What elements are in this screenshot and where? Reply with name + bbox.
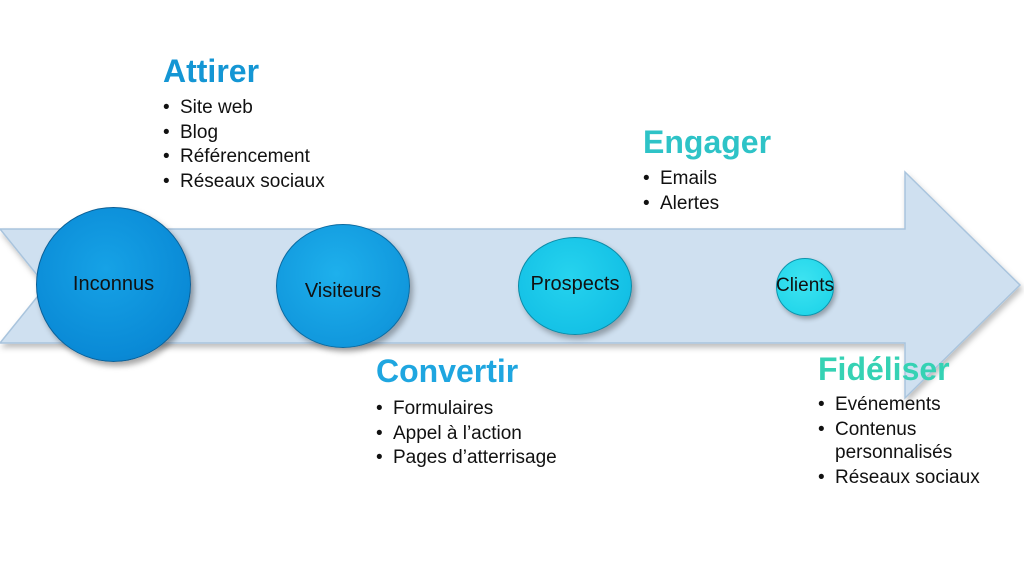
list-item: Appel à l’action: [376, 422, 557, 447]
list-item: Blog: [163, 121, 325, 146]
list-item: Pages d’atterrisage: [376, 446, 557, 471]
stage-attirer: Attirer Site web Blog Référencement Rése…: [163, 53, 325, 195]
circle-clients: Clients: [776, 258, 834, 316]
stage-attirer-list: Site web Blog Référencement Réseaux soci…: [163, 96, 325, 195]
stage-engager: Engager Emails Alertes: [643, 124, 771, 216]
stage-convertir-title: Convertir: [376, 353, 519, 389]
circle-prospects-label: Prospects: [530, 272, 620, 295]
stage-engager-list: Emails Alertes: [643, 167, 771, 216]
list-item: Evénements: [818, 394, 1018, 417]
circle-prospects: Prospects: [518, 237, 632, 335]
stage-fideliser: Fidéliser Evénements Contenus personnali…: [818, 351, 1018, 492]
circle-clients-label: Clients: [775, 275, 835, 296]
list-item: Alertes: [643, 192, 771, 217]
stage-fideliser-list: Evénements Contenus personnalisés Réseau…: [818, 394, 1018, 489]
list-item: Formulaires: [376, 397, 557, 422]
list-item: Réseaux sociaux: [818, 467, 1018, 490]
list-item: Référencement: [163, 145, 325, 170]
circle-inconnus-label: Inconnus: [72, 273, 155, 295]
list-item: Emails: [643, 167, 771, 192]
list-item: Réseaux sociaux: [163, 170, 325, 195]
stage-convertir: Convertir Formulaires Appel à l’action P…: [376, 353, 557, 471]
circle-inconnus: Inconnus: [36, 207, 191, 362]
stage-fideliser-title: Fidéliser: [818, 351, 950, 387]
stage-convertir-list: Formulaires Appel à l’action Pages d’att…: [376, 397, 557, 471]
circle-visiteurs-label: Visiteurs: [304, 279, 382, 302]
stage-attirer-title: Attirer: [163, 53, 260, 89]
list-item: Contenus personnalisés: [818, 419, 1018, 464]
stage-engager-title: Engager: [643, 124, 772, 160]
list-item: Site web: [163, 96, 325, 121]
circle-visiteurs: Visiteurs: [276, 224, 410, 348]
